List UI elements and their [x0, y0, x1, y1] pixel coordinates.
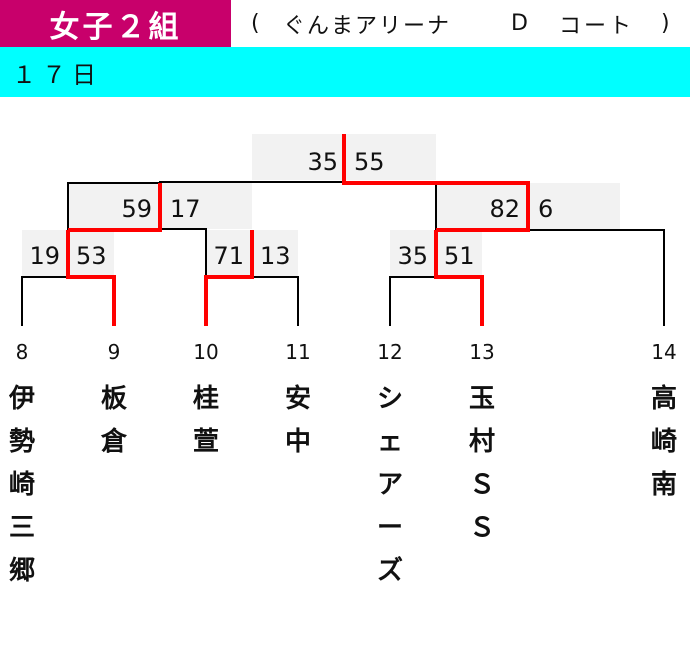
score-box [436, 230, 482, 276]
score-box [206, 230, 252, 276]
team-name-tamamura-ss: 玉 村 Ｓ Ｓ [462, 378, 502, 550]
score-m-12-13-left: 35 [397, 242, 428, 270]
score-m-8-9-right: 53 [76, 242, 107, 270]
venue-paren-open: ( [251, 11, 260, 36]
team-name-keikan: 桂 萱 [186, 378, 226, 464]
bracket-line [528, 229, 665, 326]
score-m-8-9-left: 19 [29, 242, 60, 270]
team-name-char: 玉 [468, 384, 495, 414]
team-name-char: 南 [650, 470, 677, 500]
division-title: 女子２組 [0, 0, 231, 47]
team-name-char: 崎 [650, 427, 677, 457]
team-name-char: 村 [468, 427, 495, 457]
winner-line [436, 181, 530, 232]
seed-number: 8 [16, 340, 29, 364]
seed-number: 9 [108, 340, 121, 364]
winner-line [204, 230, 254, 326]
seed-number: 12 [377, 340, 402, 364]
winner-line [66, 230, 116, 326]
score-box [68, 183, 160, 229]
team-name-char: 倉 [100, 427, 127, 457]
score-box [160, 183, 252, 229]
score-box [528, 183, 620, 229]
team-name-char: ー [376, 513, 403, 543]
team-name-char: Ｓ [468, 470, 495, 500]
bracket-line [389, 276, 436, 326]
score-semi-left-left: 59 [121, 195, 152, 223]
score-box [68, 230, 114, 276]
team-name-char: 三 [8, 513, 35, 543]
winner-line [68, 183, 162, 232]
score-semi-right-right: 6 [538, 195, 553, 223]
team-name-annaka: 安 中 [278, 378, 318, 464]
team-name-char: 高 [650, 384, 677, 414]
team-name-takasaki-minami: 高 崎 南 [644, 378, 684, 507]
score-final-left: 35 [307, 148, 338, 176]
team-name-char: シ [376, 384, 403, 414]
score-final-right: 55 [354, 148, 385, 176]
team-name-char: Ｓ [468, 513, 495, 543]
score-semi-right-left: 82 [489, 195, 520, 223]
score-box [436, 183, 528, 229]
team-name-char: 安 [284, 384, 311, 414]
score-box [252, 230, 298, 276]
match-date: １７日 [12, 60, 102, 89]
team-name-char: ア [376, 470, 403, 500]
winner-line [434, 230, 484, 326]
seed-number: 14 [651, 340, 676, 364]
score-m-10-11-left: 71 [213, 242, 244, 270]
team-name-char: 板 [100, 384, 127, 414]
winner-line [342, 134, 436, 185]
seed-number: 13 [469, 340, 494, 364]
team-name-char: ズ [376, 556, 403, 586]
team-name-itakura: 板 倉 [94, 378, 134, 464]
team-name-char: 萱 [192, 427, 219, 457]
venue-name: ぐんまアリーナ [283, 13, 452, 39]
score-m-10-11-right: 13 [260, 242, 291, 270]
bracket-line [160, 228, 207, 277]
team-name-isesaki-misato: 伊 勢 崎 三 郷 [2, 378, 42, 593]
court-letter: D [511, 11, 528, 36]
seed-number: 10 [193, 340, 218, 364]
score-box [22, 230, 68, 276]
venue-paren-close: ) [661, 11, 670, 36]
score-m-12-13-right: 51 [444, 242, 475, 270]
team-name-shares: シ ェ ア ー ズ [370, 378, 410, 593]
team-name-char: 伊 [8, 384, 35, 414]
score-semi-left-right: 17 [170, 195, 201, 223]
team-name-char: 郷 [8, 556, 35, 586]
team-name-char: 崎 [8, 470, 35, 500]
bracket-line [21, 276, 68, 326]
bracket-line [252, 276, 299, 326]
team-name-char: 中 [284, 427, 311, 457]
bracket-line [159, 181, 344, 183]
court-label: コート [559, 13, 635, 39]
score-box [252, 134, 344, 180]
seed-number: 11 [285, 340, 310, 364]
score-box [344, 134, 436, 180]
team-name-char: 勢 [8, 427, 35, 457]
team-name-char: ェ [376, 427, 403, 457]
team-name-char: 桂 [192, 384, 219, 414]
venue-info: ( ぐんまアリーナ D コート ) [231, 0, 690, 47]
date-bar: １７日 [0, 47, 690, 97]
score-box [390, 230, 436, 276]
